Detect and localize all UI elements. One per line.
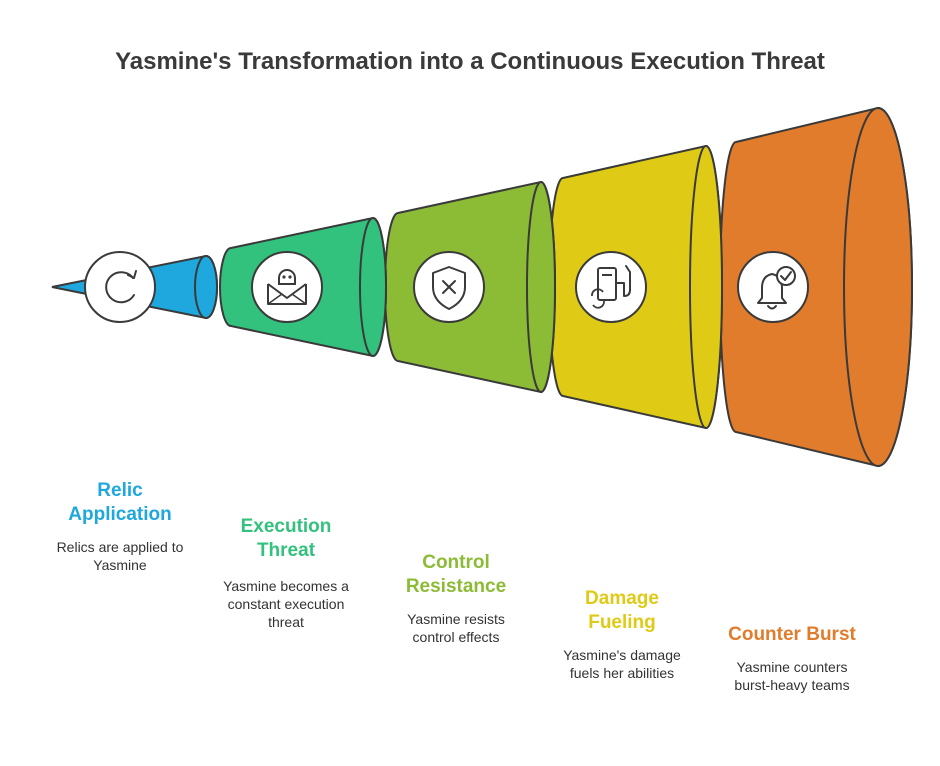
- stage-label-line: Execution: [240, 516, 332, 537]
- stage-label-line: Application: [68, 504, 172, 525]
- stage-desc-line: Relics are applied to: [56, 539, 184, 555]
- stage-desc-control-resistance: Yasmine resists control effects: [366, 610, 546, 646]
- stage-desc-line: constant execution: [227, 596, 345, 612]
- page-title: Yasmine's Transformation into a Continuo…: [115, 48, 825, 75]
- funnel-segment-counter-burst: [719, 106, 913, 468]
- stage-label-line: Fueling: [588, 612, 656, 633]
- stage-desc-line: Yasmine's damage: [563, 647, 681, 663]
- stage-desc-damage-fueling: Yasmine's damage fuels her abilities: [532, 646, 712, 682]
- stage-label-line: Counter Burst: [728, 624, 856, 645]
- stage-desc-line: control effects: [412, 629, 500, 645]
- fuel-pump-icon: [575, 251, 647, 323]
- stage-label-line: Control: [422, 552, 490, 573]
- stage-desc-line: burst-heavy teams: [734, 677, 850, 693]
- stage-label-line: Threat: [256, 540, 316, 561]
- stage-label-execution-threat: Execution Threat: [206, 515, 366, 563]
- stage-desc-line: Yasmine becomes a: [223, 578, 349, 594]
- refresh-icon: [84, 251, 156, 323]
- stage-desc-line: Yasmine counters: [736, 659, 848, 675]
- stage-label-damage-fueling: Damage Fueling: [542, 587, 702, 635]
- stage-desc-counter-burst: Yasmine counters burst-heavy teams: [702, 658, 882, 694]
- bell-check-icon: [737, 251, 809, 323]
- stage-desc-line: threat: [268, 614, 304, 630]
- stage-desc-line: fuels her abilities: [569, 665, 675, 681]
- stage-desc-line: Yasmine resists: [407, 611, 505, 627]
- stage-desc-execution-threat: Yasmine becomes a constant execution thr…: [196, 577, 376, 631]
- stage-desc-line: Yasmine: [93, 557, 147, 573]
- stage-label-relic-application: Relic Application: [40, 479, 200, 527]
- stage-label-control-resistance: Control Resistance: [376, 551, 536, 599]
- shield-x-icon: [413, 251, 485, 323]
- stage-label-line: Resistance: [405, 576, 507, 597]
- stage-label-counter-burst: Counter Burst: [702, 623, 882, 647]
- stage-label-line: Relic: [97, 480, 143, 501]
- stage-label-line: Damage: [585, 588, 659, 609]
- skull-envelope-icon: [251, 251, 323, 323]
- stage-desc-relic-application: Relics are applied to Yasmine: [30, 538, 210, 574]
